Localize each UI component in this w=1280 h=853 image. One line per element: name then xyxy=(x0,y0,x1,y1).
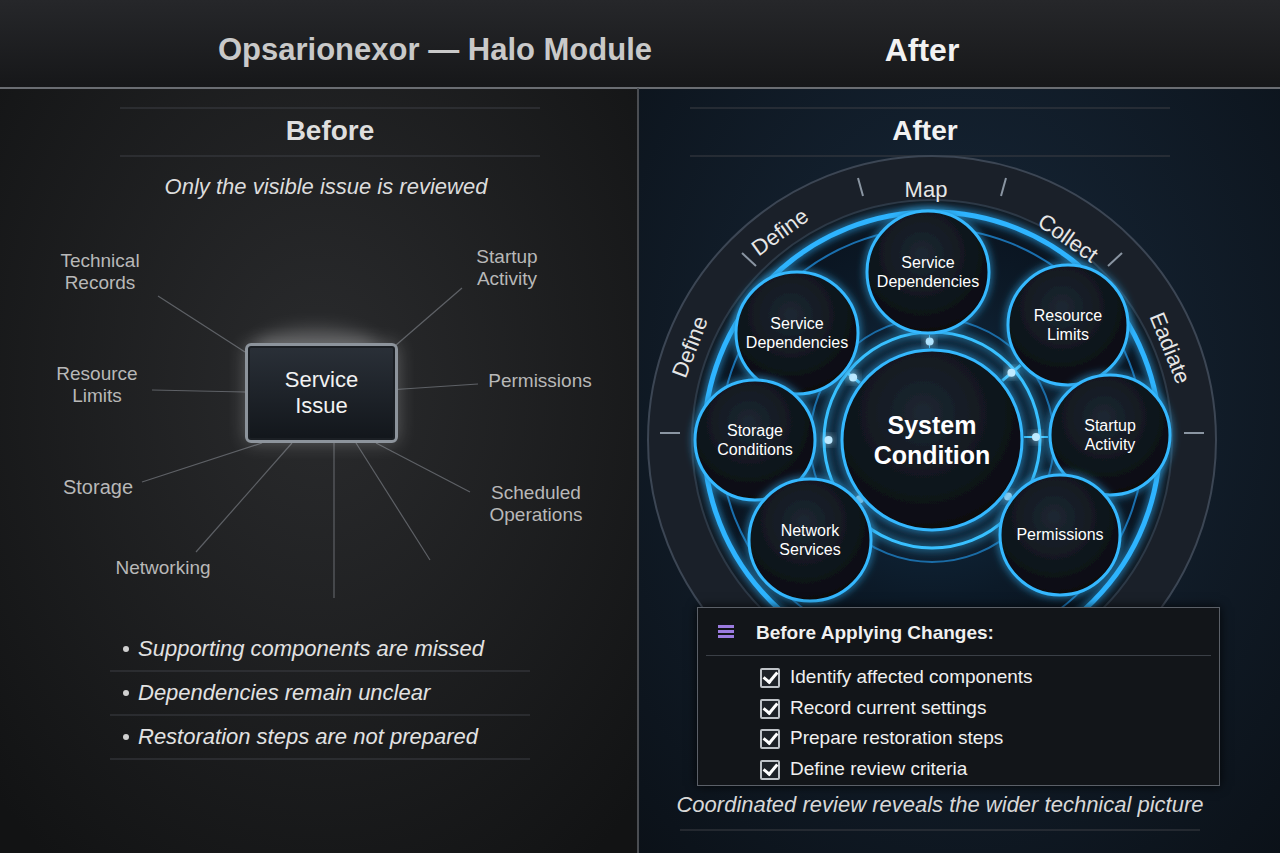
header-band xyxy=(0,0,1280,88)
panel-heading: Before xyxy=(286,115,375,147)
circle-outline xyxy=(865,209,991,335)
panel-divider xyxy=(637,88,639,853)
caption: Coordinated review reveals the wider tec… xyxy=(676,792,1203,817)
circle-outline xyxy=(734,270,860,396)
component-circle: Service Dependencies xyxy=(734,270,860,396)
center-circle: System Condition xyxy=(840,348,1024,532)
node-label: Storage Conditions xyxy=(693,421,817,459)
arc-label: Collect xyxy=(1033,208,1103,267)
node-label: Permissions xyxy=(1006,525,1113,544)
bullet-text: Restoration steps are not prepared xyxy=(138,724,478,749)
checklist-box: Before Applying Changes: Identify affecte… xyxy=(697,607,1220,786)
connector-line xyxy=(859,498,861,500)
node-label: Network Services xyxy=(747,521,873,559)
connector-dot xyxy=(1032,433,1040,441)
connector-line xyxy=(1006,495,1010,498)
right-panel xyxy=(638,0,1280,853)
component-circle: Network Services xyxy=(747,477,873,603)
bullet-text: Dependencies remain unclear xyxy=(138,680,430,705)
component-circle: Resource Limits xyxy=(1006,263,1130,387)
circle-outline xyxy=(1006,263,1130,387)
connector-line xyxy=(1024,435,1048,439)
arc-label: Define xyxy=(667,313,713,381)
connector-dot xyxy=(825,436,833,444)
bullet-text: Supporting components are missed xyxy=(138,636,484,661)
component-label: Technical Records xyxy=(40,250,160,294)
connector-line xyxy=(1002,365,1020,381)
panel-heading: After xyxy=(892,115,957,147)
component-label: Storage xyxy=(63,476,133,499)
connector-line xyxy=(846,372,860,383)
arc-label: Eadiate xyxy=(1144,309,1195,388)
checklist-heading: Before Applying Changes: xyxy=(706,608,1211,656)
bullet-dots xyxy=(123,646,129,740)
node-label: Service Issue xyxy=(248,361,395,426)
node-label: Resource Limits xyxy=(1006,306,1130,344)
node-label: System Condition xyxy=(840,410,1024,470)
node-label: Service Dependencies xyxy=(734,314,860,352)
component-label: Scheduled Operations xyxy=(476,482,596,526)
issue-box: Service Issue xyxy=(245,343,398,443)
connector-line xyxy=(928,335,931,348)
circle-outline xyxy=(840,348,1024,532)
connector-dot xyxy=(1007,369,1015,377)
header-rule xyxy=(0,87,1280,89)
component-label: Permissions xyxy=(488,370,591,392)
checklist-item: Identify affected components xyxy=(698,662,1219,693)
component-circle: Service Dependencies xyxy=(865,209,991,335)
component-label: Startup Activity xyxy=(452,246,562,290)
component-circle: Permissions xyxy=(998,473,1122,597)
header-label: After xyxy=(885,32,960,69)
page-title: Opsarionexor — Halo Module xyxy=(218,32,652,68)
component-label: Networking xyxy=(115,557,210,579)
checklist-item: Record current settings xyxy=(698,693,1219,724)
checklist-item: Define review criteria xyxy=(698,754,1219,785)
left-panel xyxy=(0,0,638,853)
node-label: Service Dependencies xyxy=(865,253,991,291)
circle-outline xyxy=(747,477,873,603)
arc-label: Map xyxy=(905,177,948,202)
connector-dot xyxy=(926,338,934,346)
node-label: Startup Activity xyxy=(1048,416,1172,454)
connector-line xyxy=(817,439,840,442)
arc-label: Define xyxy=(747,203,813,261)
component-label: Resource Limits xyxy=(42,363,152,407)
subtitle: Only the visible issue is reviewed xyxy=(165,174,488,199)
leader-lines xyxy=(142,288,478,598)
checklist-item: Prepare restoration steps xyxy=(698,723,1219,754)
connector-dot xyxy=(849,373,857,381)
